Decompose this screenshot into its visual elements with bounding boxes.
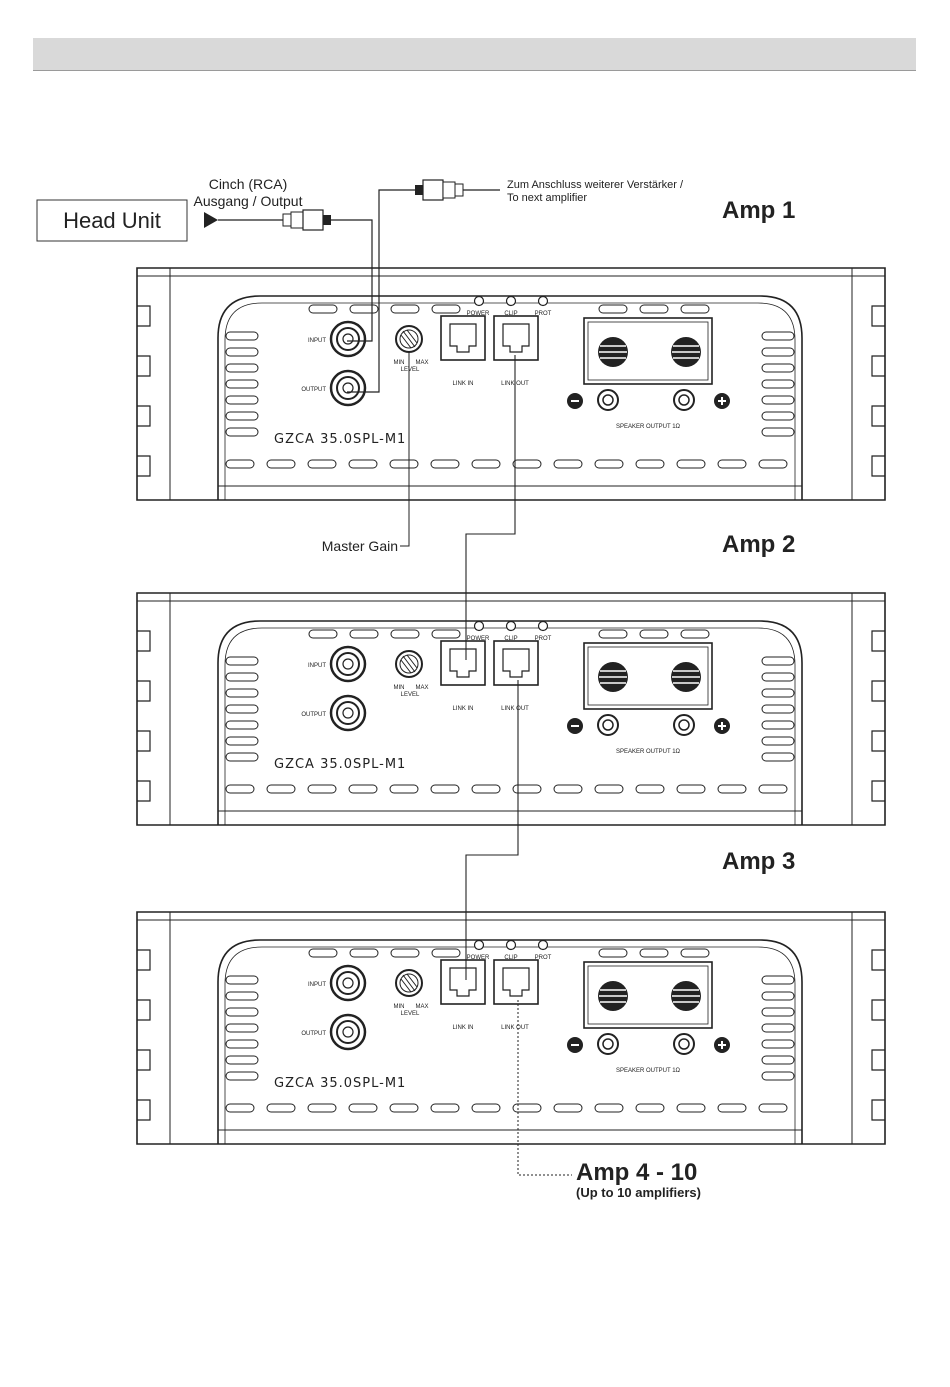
min-label: MIN: [394, 685, 405, 691]
link-out-label: LINK OUT: [501, 706, 529, 712]
output-arrow-icon: [204, 212, 218, 228]
master-gain-label: Master Gain: [322, 538, 398, 554]
prot-label: PROT: [535, 636, 552, 642]
max-label: MAX: [415, 1004, 428, 1010]
power-label: POWER: [467, 636, 490, 642]
head-unit-box: [36, 199, 188, 242]
amplifier-1: INPUT OUTPUT MIN MAX LEVEL POWER CLIP PR…: [135, 266, 887, 502]
speaker-output-label: SPEAKER OUTPUT 1Ω: [616, 424, 681, 430]
header-bar: [33, 38, 916, 71]
amplifier-3: INPUT OUTPUT MIN MAX LEVEL POWER CLIP PR…: [135, 910, 887, 1146]
output-label: OUTPUT: [301, 387, 326, 393]
link-in-label: LINK IN: [452, 706, 473, 712]
input-label: INPUT: [308, 982, 326, 988]
amp-title-3: Amp 3: [722, 848, 795, 875]
min-label: MIN: [394, 360, 405, 366]
link-in-label: LINK IN: [452, 381, 473, 387]
rca-plug-icon: [415, 179, 464, 201]
amplifier-2: INPUT OUTPUT MIN MAX LEVEL POWER CLIP PR…: [135, 591, 887, 827]
rca-label-line2: Ausgang / Output: [194, 193, 303, 209]
link-out-label: LINK OUT: [501, 1025, 529, 1031]
input-label: INPUT: [308, 338, 326, 344]
clip-label: CLIP: [504, 955, 517, 961]
output-label: OUTPUT: [301, 712, 326, 718]
speaker-output-label: SPEAKER OUTPUT 1Ω: [616, 1068, 681, 1074]
input-label: INPUT: [308, 663, 326, 669]
output-label: OUTPUT: [301, 1031, 326, 1037]
prot-label: PROT: [535, 311, 552, 317]
power-label: POWER: [467, 311, 490, 317]
amp-title-1: Amp 1: [722, 197, 795, 224]
next-amp-note-line1: Zum Anschluss weiterer Verstärker /: [507, 179, 684, 191]
link-in-label: LINK IN: [452, 1025, 473, 1031]
level-label: LEVEL: [401, 1011, 420, 1017]
min-label: MIN: [394, 1004, 405, 1010]
model-label: GZCA 35.0SPL-M1: [274, 432, 406, 447]
model-label: GZCA 35.0SPL-M1: [274, 1076, 406, 1091]
next-amp-note-line2: To next amplifier: [507, 192, 587, 204]
power-label: POWER: [467, 955, 490, 961]
clip-label: CLIP: [504, 636, 517, 642]
amp-title-2: Amp 2: [722, 531, 795, 558]
max-label: MAX: [415, 685, 428, 691]
max-label: MAX: [415, 360, 428, 366]
head-unit-label: Head Unit: [63, 208, 161, 233]
prot-label: PROT: [535, 955, 552, 961]
more-amps-title: Amp 4 - 10: [576, 1159, 697, 1186]
clip-label: CLIP: [504, 311, 517, 317]
rca-plug-icon: [282, 209, 331, 231]
level-label: LEVEL: [401, 367, 420, 373]
level-label: LEVEL: [401, 692, 420, 698]
model-label: GZCA 35.0SPL-M1: [274, 757, 406, 772]
more-amps-subtitle: (Up to 10 amplifiers): [576, 1185, 701, 1200]
speaker-output-label: SPEAKER OUTPUT 1Ω: [616, 749, 681, 755]
rca-label-line1: Cinch (RCA): [209, 176, 288, 192]
